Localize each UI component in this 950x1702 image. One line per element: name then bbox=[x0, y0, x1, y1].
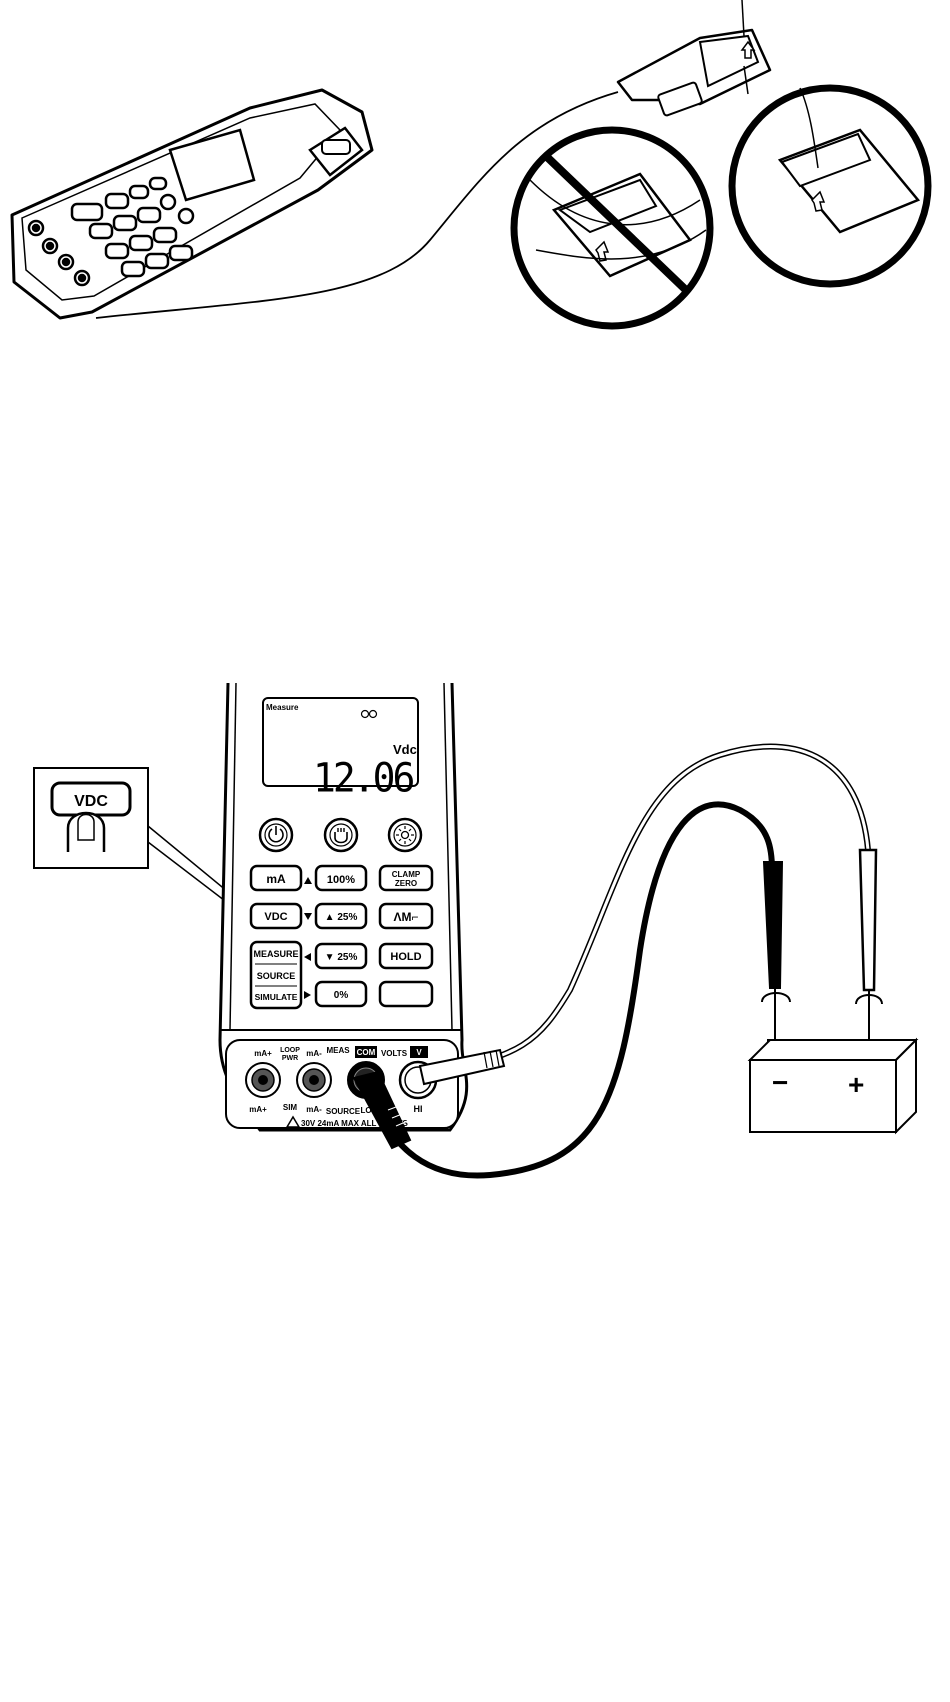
svg-text:▼ 25%: ▼ 25% bbox=[325, 952, 358, 963]
svg-text:HI: HI bbox=[414, 1104, 423, 1114]
0-percent-key[interactable]: 0% bbox=[316, 982, 366, 1006]
ma-key[interactable]: mA bbox=[251, 866, 301, 890]
svg-text:SOURCE: SOURCE bbox=[257, 971, 296, 981]
svg-text:MEAS: MEAS bbox=[326, 1046, 350, 1055]
battery-positive-terminal-label: + bbox=[848, 1069, 864, 1100]
measure-source-simulate-key[interactable]: MEASURE SOURCE SIMULATE bbox=[251, 942, 301, 1008]
callout-key-label: VDC bbox=[74, 793, 108, 810]
ma-minus-jack[interactable] bbox=[297, 1063, 331, 1097]
black-probe bbox=[764, 862, 782, 988]
lcd-reading: 12.06 bbox=[313, 756, 413, 802]
svg-text:SIMULATE: SIMULATE bbox=[255, 992, 298, 1002]
100-percent-key[interactable]: 100% bbox=[316, 866, 366, 890]
ramp-key[interactable]: ΛΜ⌐ bbox=[380, 904, 432, 928]
red-probe bbox=[860, 850, 876, 990]
svg-text:LOOP: LOOP bbox=[280, 1047, 300, 1054]
lcd-mode-label: Measure bbox=[266, 703, 299, 712]
svg-text:0%: 0% bbox=[334, 990, 349, 1001]
vdc-key[interactable]: VDC bbox=[251, 904, 301, 928]
svg-text:mA+: mA+ bbox=[254, 1049, 272, 1058]
hold-key[interactable]: HOLD bbox=[380, 944, 432, 968]
blank-key[interactable] bbox=[380, 982, 432, 1006]
svg-text:mA: mA bbox=[266, 872, 286, 886]
sun-icon bbox=[402, 832, 409, 839]
lcd-indicator-icon bbox=[370, 711, 377, 718]
battery-negative-terminal-label: − bbox=[772, 1067, 788, 1098]
svg-text:MEASURE: MEASURE bbox=[253, 949, 298, 959]
svg-text:VDC: VDC bbox=[264, 911, 287, 923]
ma-plus-jack[interactable] bbox=[246, 1063, 280, 1097]
svg-text:mA-: mA- bbox=[306, 1105, 322, 1114]
lcd-unit: Vdc bbox=[393, 742, 417, 757]
clamp-meter-illustration bbox=[12, 0, 928, 326]
up-25-percent-key[interactable]: ▲ 25% bbox=[316, 904, 366, 928]
com-label: COM bbox=[357, 1048, 376, 1057]
svg-text:mA+: mA+ bbox=[249, 1105, 267, 1114]
svg-text:SOURCE: SOURCE bbox=[326, 1107, 361, 1116]
svg-text:SIM: SIM bbox=[283, 1103, 298, 1112]
battery: − + bbox=[750, 1040, 916, 1132]
svg-text:HOLD: HOLD bbox=[390, 951, 421, 963]
clamp-zero-key[interactable]: CLAMP ZERO bbox=[380, 866, 432, 890]
lcd-indicator-icon bbox=[362, 711, 369, 718]
svg-text:PWR: PWR bbox=[282, 1055, 298, 1062]
svg-text:▲ 25%: ▲ 25% bbox=[325, 912, 358, 923]
power-button[interactable] bbox=[260, 819, 292, 851]
v-label: V bbox=[416, 1048, 422, 1057]
loop-power-button[interactable] bbox=[325, 819, 357, 851]
ramp-icon: ΛΜ⌐ bbox=[393, 910, 418, 924]
svg-text:CLAMP: CLAMP bbox=[392, 870, 421, 879]
down-25-percent-key[interactable]: ▼ 25% bbox=[316, 944, 366, 968]
svg-text:mA-: mA- bbox=[306, 1049, 322, 1058]
svg-text:100%: 100% bbox=[327, 874, 355, 886]
voltage-measurement-illustration: VDC Measure 12.06 Vdc bbox=[34, 683, 916, 1176]
volts-label: VOLTS bbox=[381, 1049, 408, 1058]
svg-text:ZERO: ZERO bbox=[395, 879, 417, 888]
backlight-button[interactable] bbox=[389, 819, 421, 851]
